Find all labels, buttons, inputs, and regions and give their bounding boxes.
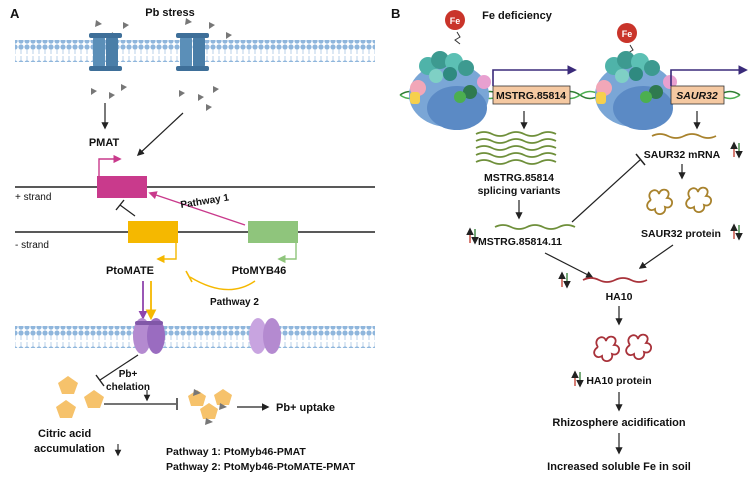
- inhibit-bar-saur: [635, 153, 646, 166]
- pmat-label: PMAT: [89, 137, 120, 149]
- saur32-protein-label: SAUR32 protein: [641, 228, 721, 240]
- saur32-gene-label: SAUR32: [676, 90, 718, 102]
- citric-acid-label-2: accumulation: [34, 443, 105, 455]
- panel-b-letter: B: [391, 6, 400, 21]
- variant-inhibits-saur: [571, 159, 641, 223]
- saur-protein-to-ha10-arrow: [638, 244, 674, 269]
- rna-polymerase-right: [595, 51, 677, 130]
- chelation-label-1: Pb+: [119, 369, 138, 380]
- legend-pathway2: Pathway 2: PtoMyb46-PtoMATE-PMAT: [166, 461, 356, 473]
- mstrg-gene-label: MSTRG.85814: [496, 90, 566, 102]
- bottom-membrane: [15, 326, 375, 348]
- pathway2-curve: [189, 276, 256, 291]
- ptomyb46-label: PtoMYB46: [232, 265, 286, 277]
- ha10-mrna-wavy: [582, 277, 648, 283]
- pmat-gene-box: [97, 176, 147, 198]
- ptomyb46-gene-box: [248, 221, 298, 243]
- saur32-tss-arrow: [670, 65, 748, 86]
- rna-polymerase-left: [409, 51, 491, 130]
- panel-a-letter: A: [10, 6, 20, 21]
- mate-transporter-left: [133, 318, 165, 354]
- splicing-label-2: splicing variants: [478, 185, 561, 197]
- citric-acid-label-1: Citric acid: [38, 428, 91, 440]
- uptake-label: Pb+ uptake: [276, 402, 335, 414]
- legend-pathway1: Pathway 1: PtoMyb46-PMAT: [166, 446, 306, 458]
- arrow-to-pmat-diag: [136, 112, 184, 156]
- pb-channel-right: [176, 33, 209, 71]
- plus-strand-label: + strand: [15, 192, 51, 203]
- inhibit-bar-2: [95, 374, 105, 387]
- pathway2-label: Pathway 2: [210, 297, 259, 308]
- variant-wavy: [494, 224, 576, 230]
- ha10-updown-arrows: [558, 271, 571, 289]
- pathway2-inhibit-bar: [185, 270, 193, 283]
- citrate-molecules: [56, 376, 104, 418]
- ha10-protein-updown-arrows: [571, 370, 584, 388]
- ha10-label: HA10: [606, 291, 633, 303]
- inhibit-bar-1: [115, 199, 125, 211]
- rhizosphere-label: Rhizosphere acidification: [552, 417, 686, 429]
- mstrg-gene-box: [492, 85, 571, 105]
- pb-stress-label: Pb stress: [145, 7, 195, 19]
- saur32-mrna-wavy: [651, 133, 717, 139]
- fe-deficiency-label: Fe deficiency: [482, 10, 553, 22]
- saur32-gene-box: [670, 85, 725, 105]
- soluble-fe-label: Increased soluble Fe in soil: [547, 461, 691, 473]
- minus-strand-label: - strand: [15, 240, 49, 251]
- ptomyb46-tss-arrow: [277, 243, 297, 264]
- saur32-protein-shape: [646, 186, 712, 215]
- saur32-mrna-label: SAUR32 mRNA: [644, 149, 721, 161]
- ptomate-label: PtoMATE: [106, 265, 154, 277]
- pathway1-arrow: [148, 191, 246, 226]
- pb-citrate-complex: [188, 389, 232, 425]
- variant-to-ha10-arrow: [544, 252, 594, 278]
- pathway1-label: Pathway 1: [180, 192, 230, 211]
- chelation-label-2: chelation: [106, 382, 150, 393]
- variant-updown-arrows: [466, 227, 479, 245]
- saur32-mrna-updown-arrows: [730, 141, 743, 159]
- svg-text:Fe: Fe: [450, 16, 461, 26]
- pb-ions-inside: [91, 84, 219, 111]
- ha10-protein-shape: [593, 333, 652, 362]
- splicing-variants-wavy: [475, 131, 557, 165]
- pb-channel-left: [89, 33, 122, 71]
- ptomate-gene-box: [128, 221, 178, 243]
- fe-ion-left: Fe: [445, 10, 465, 45]
- saur32-protein-updown-arrows: [730, 223, 743, 241]
- transporter-to-citrate-inhibit: [99, 354, 139, 381]
- mstrg-tss-arrow: [492, 65, 577, 86]
- pmat-tss-arrow: [98, 154, 122, 176]
- ptomate-tss-arrow: [156, 243, 177, 264]
- mate-transporter-right: [249, 318, 281, 354]
- svg-text:Fe: Fe: [622, 29, 633, 39]
- splicing-label-1: MSTRG.85814: [484, 172, 554, 184]
- pmat-inhibits-mate: [119, 204, 136, 217]
- ha10-protein-label: HA10 protein: [586, 375, 651, 387]
- variant-label: MSTRG.85814.11: [478, 236, 562, 248]
